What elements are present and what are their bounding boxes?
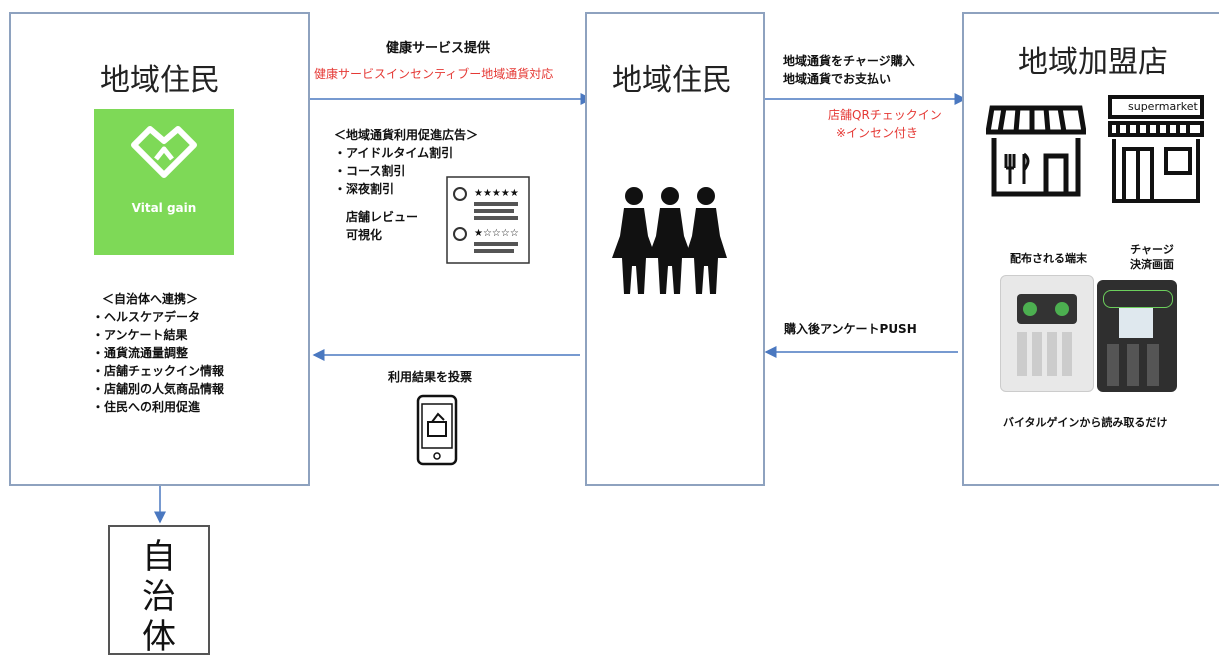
qr-checkin-label: 店舗QRチェックイン ※インセン付き [828,108,942,140]
jichitai-box: 自 治 体 [108,525,210,657]
right-box-caption: バイタルゲインから読み取るだけ [1003,416,1168,429]
review-card-icon: ★★★★★ ★☆☆☆☆ [446,176,530,264]
list-item: ・深夜割引 [334,182,395,196]
list-item: ・コース割引 [334,164,406,178]
left-box-title: 地域住民 [100,63,220,98]
health-incentive-label: 健康サービスインセンティブー地域通貨対応 [314,67,554,81]
supermarket-sign: supermarket [1128,100,1198,113]
svg-text:★☆☆☆☆: ★☆☆☆☆ [474,228,519,239]
left-box-list: ＜自治体へ連携＞ ・ヘルスケアデータ ・アンケート結果 ・通貨流通量調整 ・店舗… [92,290,224,416]
vital-gain-logo: Vital gain [94,109,234,255]
restaurant-store-icon [986,105,1086,197]
list-item: ・アイドルタイム割引 [334,146,454,160]
list-item: ・店舗チェックイン情報 [92,364,225,378]
logo-text: Vital gain [131,201,197,215]
charge-label: チャージ 決済画面 [1130,243,1174,271]
svg-text:★★★★★: ★★★★★ [474,188,519,199]
list-item: ＜自治体へ連携＞ [102,292,199,306]
right-box-title: 地域加盟店 [1018,45,1168,80]
vote-label: 利用結果を投票 [388,370,473,384]
list-item: ・店舗別の人気商品情報 [92,382,225,396]
list-item: ・通貨流通量調整 [92,346,189,360]
heart-diamond-icon [131,126,197,178]
arrows-layer [154,93,967,524]
terminal-device-image [1000,275,1094,392]
supermarket-icon [1108,95,1204,203]
payment-screen-image [1097,280,1177,392]
right-store-box [962,12,1219,486]
survey-push-label: 購入後アンケートPUSH [784,322,917,336]
charge-purchase-label: 地域通貨をチャージ購入 地域通貨でお支払い [783,54,915,86]
review-label: 店舗レビュー 可視化 [346,210,419,242]
center-box-title: 地域住民 [612,63,732,98]
people-group-icon [612,187,727,294]
list-item: ・住民への利用促進 [92,400,201,414]
list-item: ・ヘルスケアデータ [92,310,201,324]
health-service-label: 健康サービス提供 [386,41,491,56]
promo-list: ＜地域通貨利用促進広告＞ ・アイドルタイム割引 ・コース割引 ・深夜割引 [334,126,478,198]
smartphone-vote-icon [416,394,458,466]
list-item: ・アンケート結果 [92,328,188,342]
list-item: ＜地域通貨利用促進広告＞ [334,128,479,142]
jichitai-label: 自 治 体 [142,537,176,657]
terminal-label: 配布される端末 [1010,252,1087,265]
